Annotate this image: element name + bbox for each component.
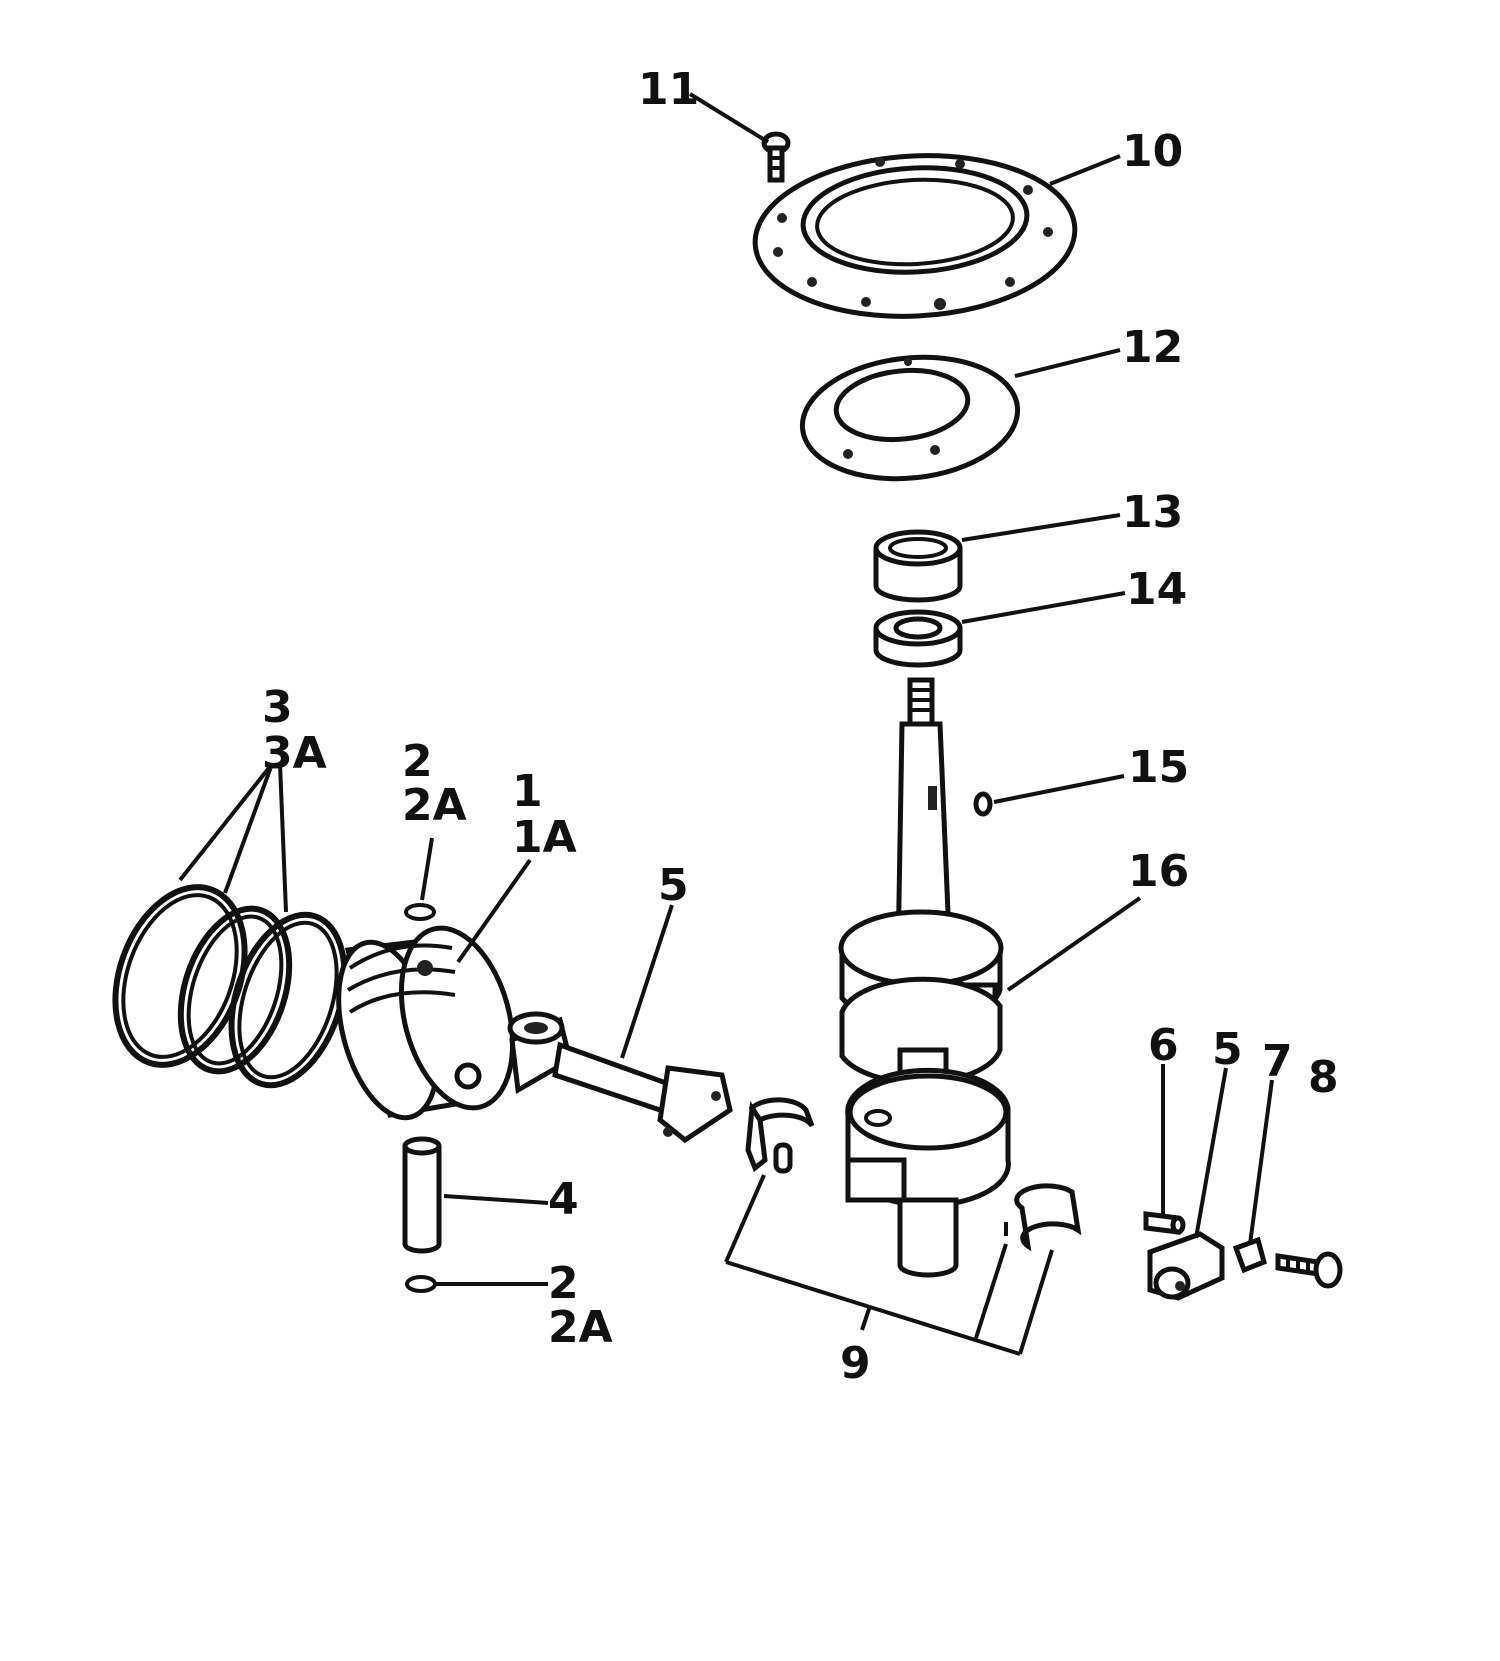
leader-3-a [178, 762, 274, 882]
callout-1a: 1A [512, 812, 577, 863]
callout-labels: 11 10 12 13 14 15 16 3 3A 2 2A 1 1A 5 4 … [262, 64, 1339, 1389]
callout-8: 8 [1308, 1052, 1339, 1103]
leader-7 [1248, 1079, 1274, 1245]
callout-1: 1 [512, 766, 543, 817]
leader-10 [1049, 154, 1121, 186]
part-16-crankshaft [838, 677, 1011, 1278]
leader-16 [1006, 896, 1142, 992]
leader-9 [724, 1174, 1054, 1356]
callout-12: 12 [1122, 322, 1183, 373]
part-2-lock-ring-bottom [405, 1275, 437, 1293]
leader-3-c [278, 763, 288, 913]
part-8-screw [1275, 1251, 1343, 1289]
part-10-cover-plate [752, 153, 1078, 319]
callout-5-cap: 5 [1212, 1024, 1243, 1075]
part-9-bearing-set [745, 1097, 1082, 1252]
leader-15 [993, 774, 1125, 804]
callout-13: 13 [1122, 487, 1183, 538]
leader-2-top [420, 837, 434, 901]
part-7-lock-plate [1232, 1236, 1267, 1274]
leader-1 [456, 858, 532, 964]
part-2-lock-ring-top [404, 903, 436, 921]
part-3-piston-rings [112, 884, 348, 1089]
callout-10: 10 [1122, 126, 1183, 177]
callout-3a: 3A [262, 728, 327, 779]
part-1-piston [336, 925, 516, 1121]
leader-5-cap [1194, 1067, 1228, 1239]
callout-15: 15 [1128, 742, 1189, 793]
part-5-rod-cap [1147, 1231, 1225, 1301]
part-14-bearing [873, 609, 963, 668]
callout-9: 9 [840, 1338, 871, 1389]
callout-2-top: 2 [402, 736, 433, 787]
callout-16: 16 [1128, 846, 1189, 897]
leader-11 [688, 92, 770, 144]
leader-12 [1014, 348, 1121, 378]
part-13-bushing [873, 529, 963, 603]
callout-2a-top: 2A [402, 780, 467, 831]
leader-lines [178, 92, 1274, 1356]
callout-3: 3 [262, 682, 293, 733]
callout-7: 7 [1262, 1036, 1293, 1087]
part-11-screw [761, 131, 791, 183]
callout-14: 14 [1126, 564, 1187, 615]
part-6-pin [1143, 1211, 1186, 1235]
part-5-connecting-rod [507, 1011, 733, 1144]
leader-5 [620, 904, 674, 1059]
callout-2-bottom: 2 [548, 1258, 579, 1309]
leader-3-b [223, 763, 274, 894]
leader-14 [961, 591, 1126, 624]
part-15-key [973, 791, 993, 817]
callout-11: 11 [638, 64, 699, 115]
part-4-piston-pin [402, 1136, 442, 1254]
part-12-gasket-ring [799, 354, 1021, 482]
callout-5: 5 [658, 860, 689, 911]
callout-4: 4 [548, 1174, 579, 1225]
leader-4 [443, 1194, 549, 1205]
callout-2a-bottom: 2A [548, 1302, 613, 1353]
callout-6: 6 [1148, 1020, 1179, 1071]
leader-13 [961, 513, 1121, 542]
